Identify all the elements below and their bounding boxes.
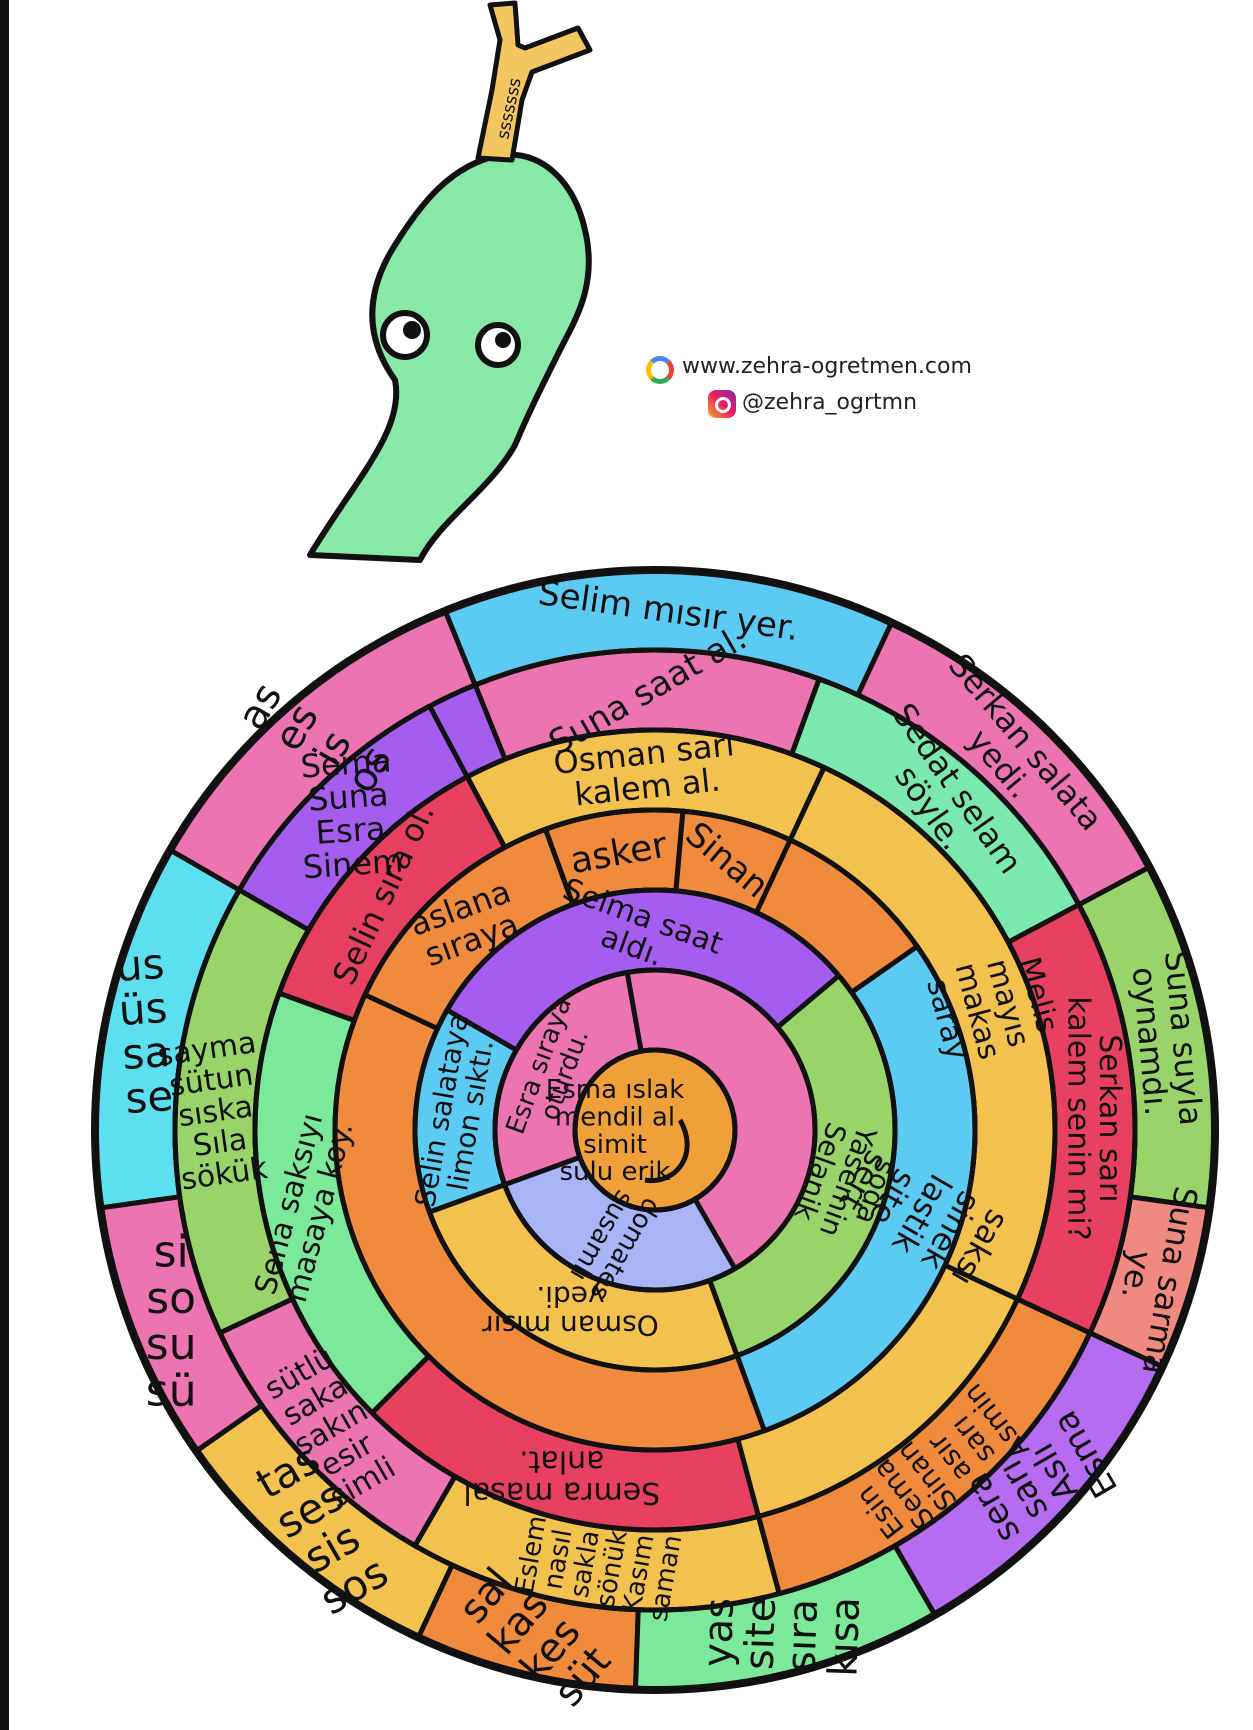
seg-yas-line: sıra — [779, 1598, 828, 1672]
seg-serkan-kalem-line: Serkan sarı — [1092, 1034, 1127, 1202]
instagram-icon — [708, 390, 736, 418]
website-credit: www.zehra-ogretmen.com — [682, 354, 972, 379]
seg-melis-text: Melismayısmakassaray — [917, 943, 1068, 1072]
seg-sema-list-text: SemaSunaEsraSinem — [294, 741, 404, 886]
seg-saksi-text: saksısineklastiksitesert — [826, 1134, 1018, 1294]
seg-si-line: si — [154, 1227, 189, 1278]
ring-line — [572, 1047, 738, 1213]
seg-center-line: mendil al — [555, 1102, 675, 1132]
google-icon — [646, 356, 674, 384]
seg-center-line: simit — [583, 1130, 647, 1160]
seg-osman-misir-text: Osman mısıryedi. — [482, 1280, 659, 1342]
seg-sayma-line: Sıla — [191, 1122, 249, 1164]
seg-center-line: sulu erik — [560, 1157, 671, 1187]
seg-semra-line: Semra masal — [463, 1475, 660, 1510]
seg-osman-misir-line: yedi. — [536, 1280, 604, 1313]
center-curl — [644, 1118, 690, 1184]
ring-line — [492, 967, 818, 1293]
seg-osman-misir-line: Osman mısır — [482, 1309, 659, 1342]
ring-line — [252, 727, 1058, 1533]
seg-us-line: üs — [117, 983, 169, 1035]
ring-line — [332, 807, 978, 1453]
left-edge-bar — [0, 0, 9, 1730]
seg-semra-text: Semra masalanlat. — [463, 1443, 660, 1510]
seg-serkan-kalem-text: Serkan sarıkalem senin mi? — [1061, 996, 1128, 1240]
instagram-credit: @zehra_ogrtmn — [742, 390, 918, 415]
spiral-outline — [91, 566, 1219, 1694]
seg-sema-list-line: Sema — [299, 741, 392, 785]
snake-head — [307, 151, 592, 563]
seg-si-line: su — [146, 1319, 197, 1370]
spiral-divider-lines — [172, 647, 1138, 1613]
seg-serkan-kalem-line: kalem senin mi? — [1061, 996, 1096, 1240]
seg-yas-line: kısa — [820, 1596, 869, 1677]
seg-si-line: so — [146, 1273, 196, 1324]
seg-suna-sarma-line: ye. — [1114, 1247, 1160, 1302]
seg-yas-line: yas — [695, 1597, 743, 1668]
seg-us-line: sa — [121, 1027, 172, 1079]
seg-sutlu-text: sütlüsakasakınesirsimli — [257, 1339, 406, 1518]
seg-sema-list-line: Sinem — [302, 842, 405, 887]
seg-osman-kalem-text: Osman sarıkalem al. — [552, 725, 740, 815]
ring-line — [172, 647, 1138, 1613]
seg-sema-list-line: Suna — [307, 775, 390, 819]
seg-us-line: us — [114, 939, 166, 991]
seg-center-line: Esma ıslak — [546, 1075, 684, 1105]
seg-yas-text: yassitesırakısa — [694, 1592, 869, 1678]
seg-si-line: sü — [146, 1365, 197, 1416]
seg-yas-line: site — [737, 1597, 785, 1671]
spiral-body — [95, 570, 1215, 1690]
snake-tongue: sssssss — [475, 0, 593, 163]
seg-sema-list-line: Esra — [314, 809, 386, 852]
ring-line — [412, 887, 898, 1373]
seg-us-line: se — [124, 1071, 175, 1123]
seg-suna-suyla-text: Suna suylaoynamdı. — [1124, 949, 1211, 1130]
seg-us-text: usüssase — [114, 939, 175, 1123]
seg-eslem-text: EslemnasılsaklasönükKasımsaman — [509, 1509, 688, 1624]
seg-semra-line: anlat. — [519, 1443, 604, 1478]
